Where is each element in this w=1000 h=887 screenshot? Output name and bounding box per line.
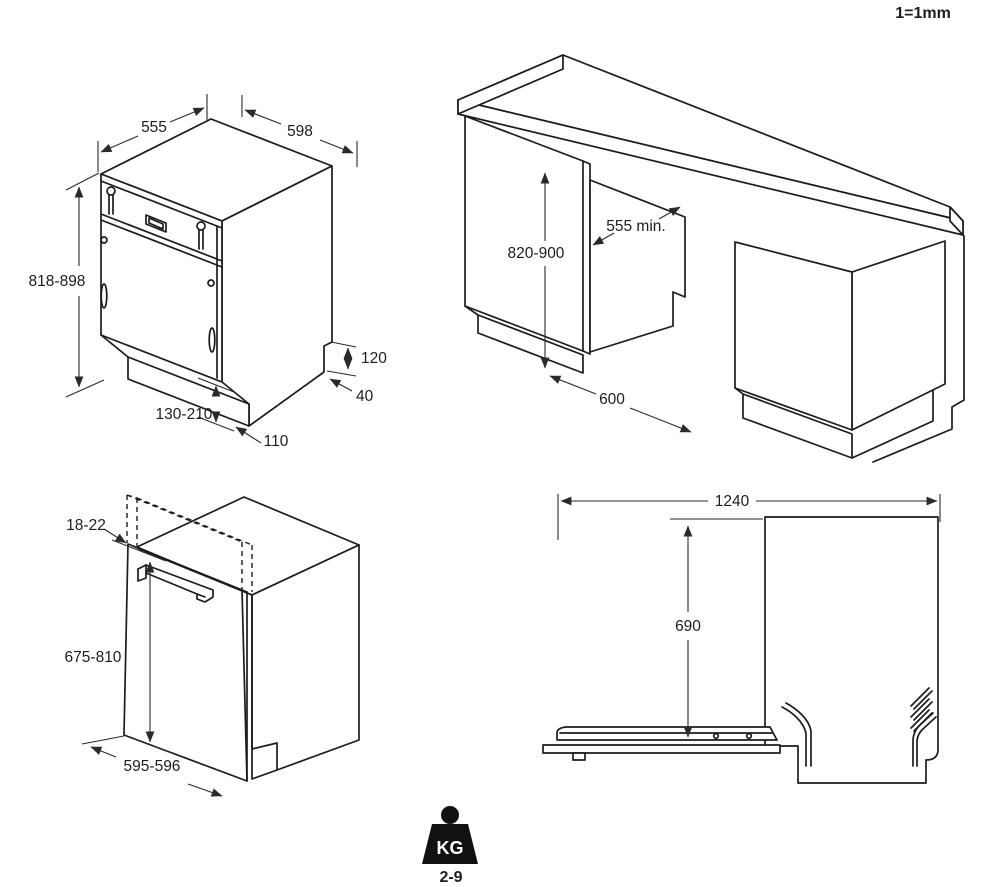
counter-niche-view: 820-900 555 min. 600: [457, 54, 965, 463]
rear-niche-depth-label: 40: [356, 388, 374, 405]
furniture-panel-view: 18-22 675-810 595-596: [65, 494, 360, 797]
control-panel-details: [106, 186, 206, 250]
appliance-width-label: 555: [141, 119, 167, 136]
hinge-spring-details: [781, 687, 937, 767]
scale-note: 1=1mm: [895, 5, 951, 22]
right-cabinet: [734, 241, 853, 431]
rear-niche-height-label: 120: [361, 350, 387, 367]
keyhole-slot-right: [196, 221, 206, 231]
open-door-profile: [542, 726, 781, 761]
panel-width-label: 595-596: [124, 758, 181, 775]
weight-unit-label: KG: [437, 838, 464, 858]
keyhole-slot-left: [106, 186, 116, 196]
handle-recess: [145, 214, 167, 233]
weight-icon: KG 2-9: [422, 806, 478, 886]
niche-width-label: 600: [599, 391, 625, 408]
plinth-height-label: 130-210: [156, 406, 213, 423]
weight-body-icon: [422, 824, 478, 864]
machine-body-profile: [764, 516, 939, 784]
right-cabinet-side: [851, 240, 946, 431]
open-depth-label: 1240: [715, 493, 750, 510]
panel-dimensions: 18-22 675-810 595-596: [65, 517, 223, 797]
door-handle: [137, 564, 214, 603]
panel-height-label: 675-810: [65, 649, 122, 666]
panel-thickness-label: 18-22: [66, 517, 106, 534]
appliance-side-face: [221, 165, 333, 427]
niche-height-label: 820-900: [508, 245, 565, 262]
appliance-plinth: [127, 356, 250, 427]
appliance-dimensions: 555 598 818-898 120 40 130-210 110: [29, 94, 387, 450]
niche-depth-label: 555 min.: [606, 218, 665, 235]
niche-back-wall: [589, 179, 686, 353]
plinth-depth-label: 110: [264, 433, 289, 450]
niche-dimensions: 820-900 555 min. 600: [508, 172, 692, 433]
door-mounting-holes: [100, 236, 216, 353]
open-height-label: 690: [675, 618, 701, 635]
appliance-iso-view: 555 598 818-898 120 40 130-210 110: [29, 94, 387, 450]
door-open-dimensions: 1240 690: [557, 493, 941, 738]
left-cabinet: [464, 115, 584, 352]
appliance-depth-label: 598: [287, 123, 313, 140]
weight-knob-icon: [441, 806, 459, 824]
appliance-height-label: 818-898: [29, 273, 86, 290]
door-open-side-view: 1240 690: [542, 493, 941, 784]
weight-range-label: 2-9: [439, 869, 462, 886]
